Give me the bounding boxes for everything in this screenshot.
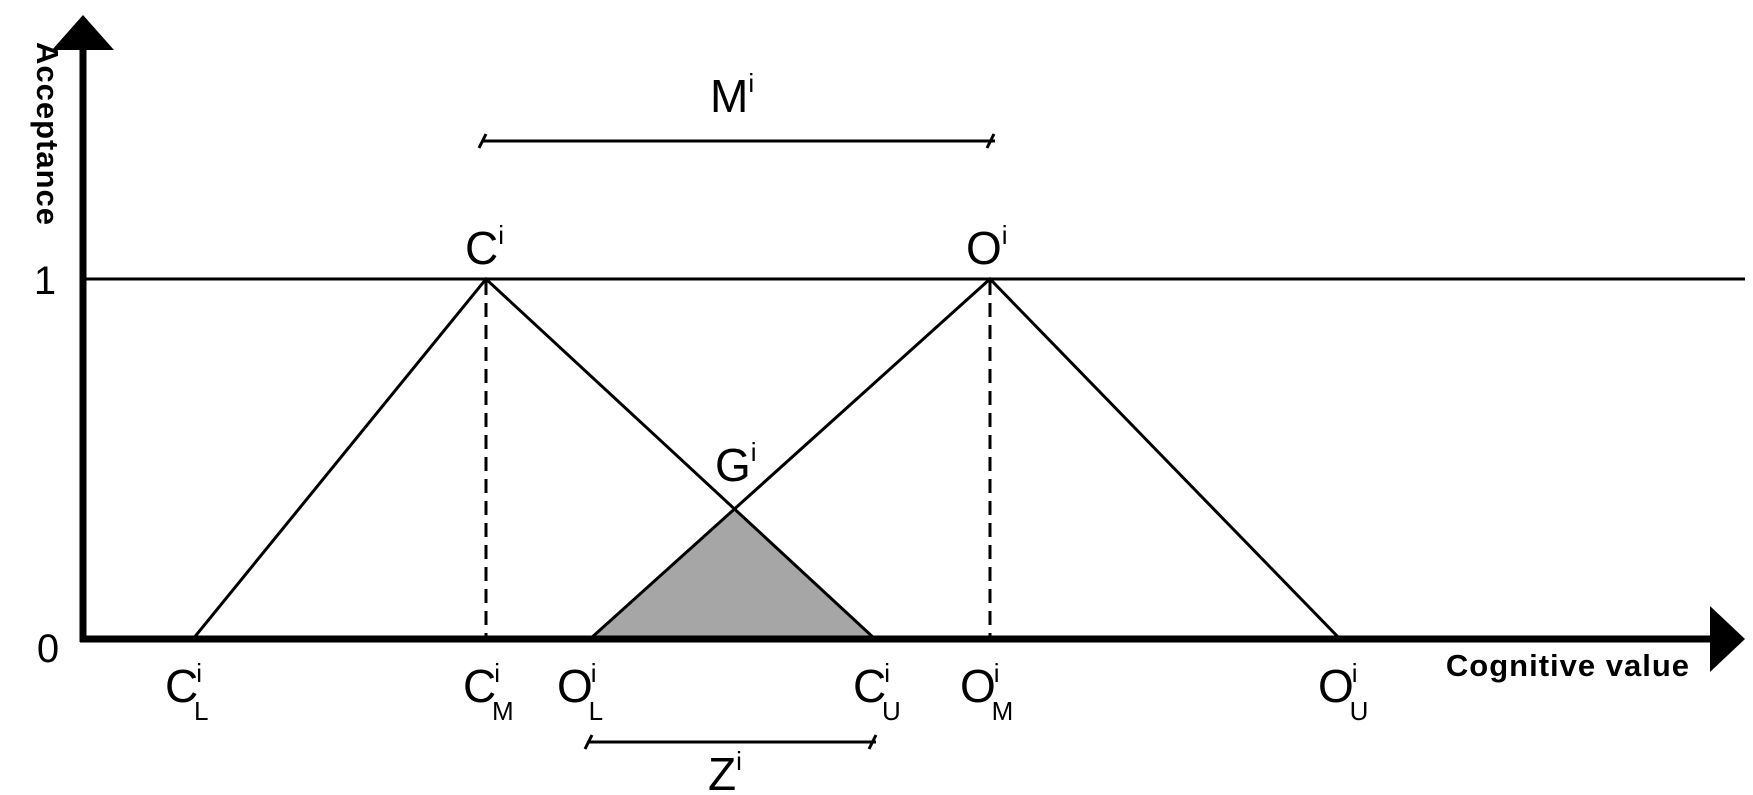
- z-interval-tick-left: [583, 734, 594, 750]
- y-axis-arrow: [52, 15, 114, 50]
- z-interval-tick-right: [867, 734, 878, 750]
- label-g: Gi: [715, 437, 757, 491]
- label-o: Oi: [966, 220, 1008, 274]
- x-axis-title: Cognitive value: [1446, 648, 1690, 683]
- label-m: Mi: [710, 68, 754, 122]
- overlap-region: [590, 508, 875, 639]
- triangle-c: [191, 276, 877, 641]
- tick-zero: 0: [37, 627, 59, 671]
- m-interval-tick-left: [477, 133, 488, 149]
- label-z: Zi: [708, 746, 742, 795]
- triangle-o: [588, 276, 1342, 641]
- label-c: Ci: [465, 220, 504, 274]
- y-axis-title: Acceptance: [30, 42, 65, 226]
- x-axis-arrow: [1710, 606, 1745, 672]
- tick-one: 1: [34, 259, 56, 303]
- m-interval-tick-right: [985, 133, 996, 149]
